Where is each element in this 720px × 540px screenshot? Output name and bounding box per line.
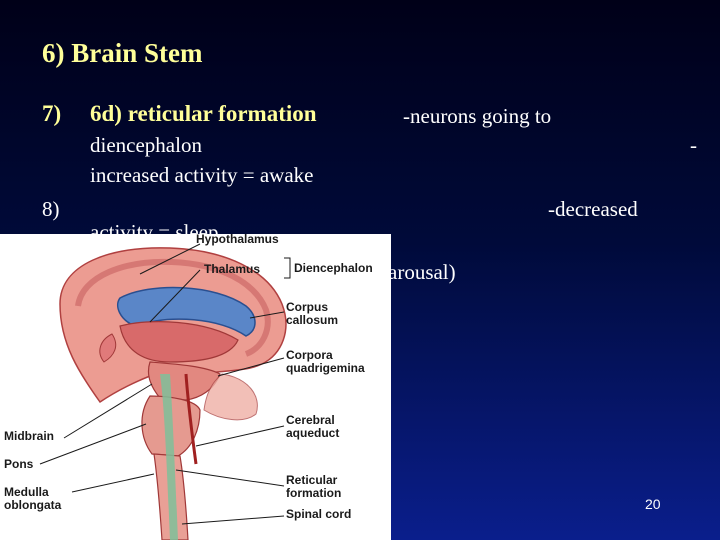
brain-illustration [39, 243, 291, 540]
text-increased-activity: increased activity = awake [90, 163, 314, 187]
text-diencephalon: diencephalon [90, 133, 202, 157]
text-decreased: -decreased [548, 197, 638, 221]
label-reticular-formation: Reticular formation [286, 473, 342, 500]
label-pons: Pons [4, 457, 34, 471]
item-7-number: 7) [42, 101, 62, 126]
label-midbrain: Midbrain [4, 429, 54, 443]
thalamus-shape [119, 321, 239, 363]
label-medulla-oblongata: Medulla oblongata [4, 485, 62, 512]
item-8-number: 8) [42, 197, 60, 221]
page-number: 20 [645, 496, 661, 512]
text-neurons-going-to: -neurons going to [403, 104, 552, 128]
text-arousal: arousal) [388, 260, 456, 284]
brain-stem-diagram: Hypothalamus Thalamus Diencephalon Corpu… [0, 234, 391, 540]
label-spinal-cord: Spinal cord [286, 507, 352, 521]
label-corpora-quadrigemina: Corpora quadrigemina [286, 348, 365, 375]
label-cerebral-aqueduct: Cerebral aqueduct [286, 413, 340, 440]
label-corpus-callosum: Corpus callosum [286, 300, 339, 327]
item-7-heading: 6d) reticular formation [90, 101, 317, 126]
corpus-callosum-shape [116, 286, 256, 337]
reticular-formation-shape [160, 374, 178, 540]
text-dash: - [690, 133, 697, 157]
slide-title: 6) Brain Stem [42, 38, 203, 68]
label-thalamus: Thalamus [204, 262, 261, 276]
label-diencephalon: Diencephalon [294, 261, 373, 275]
label-hypothalamus: Hypothalamus [196, 234, 279, 246]
